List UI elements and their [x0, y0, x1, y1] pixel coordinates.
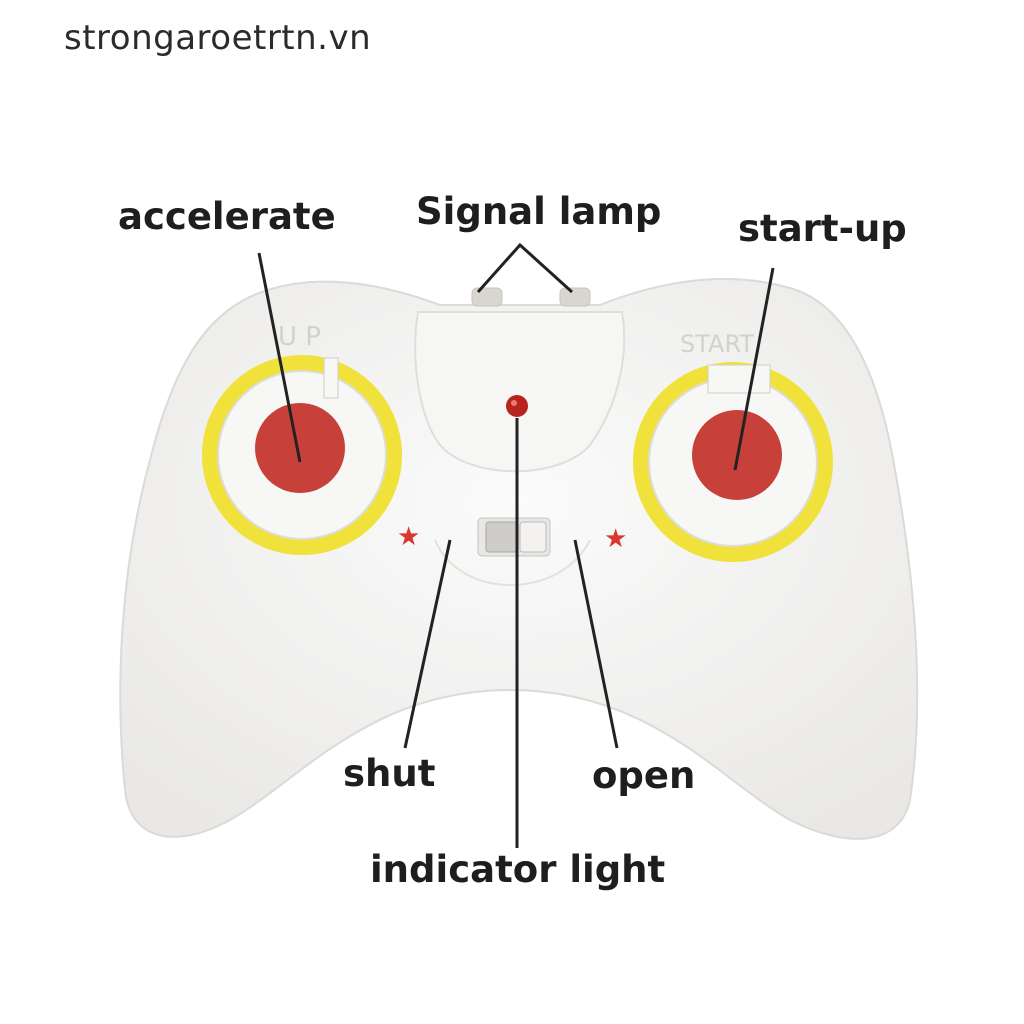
- watermark: strongaroetrtn.vn: [64, 18, 372, 58]
- left-stick-mark: U P: [278, 322, 321, 352]
- indicator-led-highlight: [511, 400, 517, 406]
- shut-label: shut: [343, 752, 436, 795]
- power-switch-handle: [519, 521, 547, 553]
- accelerate-button[interactable]: [255, 403, 345, 493]
- signal-lamp-leader: [476, 242, 574, 294]
- star-right-icon: ★: [604, 524, 627, 554]
- signal-lamp-left: [471, 287, 503, 307]
- switch-panel: [434, 539, 591, 586]
- signal-lamp-right: [559, 287, 591, 307]
- power-switch-slider[interactable]: [485, 521, 519, 553]
- shut-leader: [403, 539, 452, 749]
- open-label: open: [592, 754, 696, 797]
- left-stick-slot: [323, 357, 339, 399]
- start-up-label: start-up: [738, 207, 907, 250]
- accelerate-label: accelerate: [118, 195, 336, 238]
- center-panel: [414, 311, 626, 473]
- accelerate-leader: [257, 252, 302, 463]
- open-leader: [573, 539, 619, 749]
- right-stick-slot: [707, 364, 771, 394]
- signal-lamp-label: Signal lamp: [416, 190, 662, 233]
- start-up-leader: [733, 267, 775, 471]
- indicator-led: [506, 395, 528, 417]
- indicator-light-label: indicator light: [370, 848, 666, 891]
- right-stick-mark: START: [680, 330, 754, 358]
- star-left-icon: ★: [397, 522, 420, 552]
